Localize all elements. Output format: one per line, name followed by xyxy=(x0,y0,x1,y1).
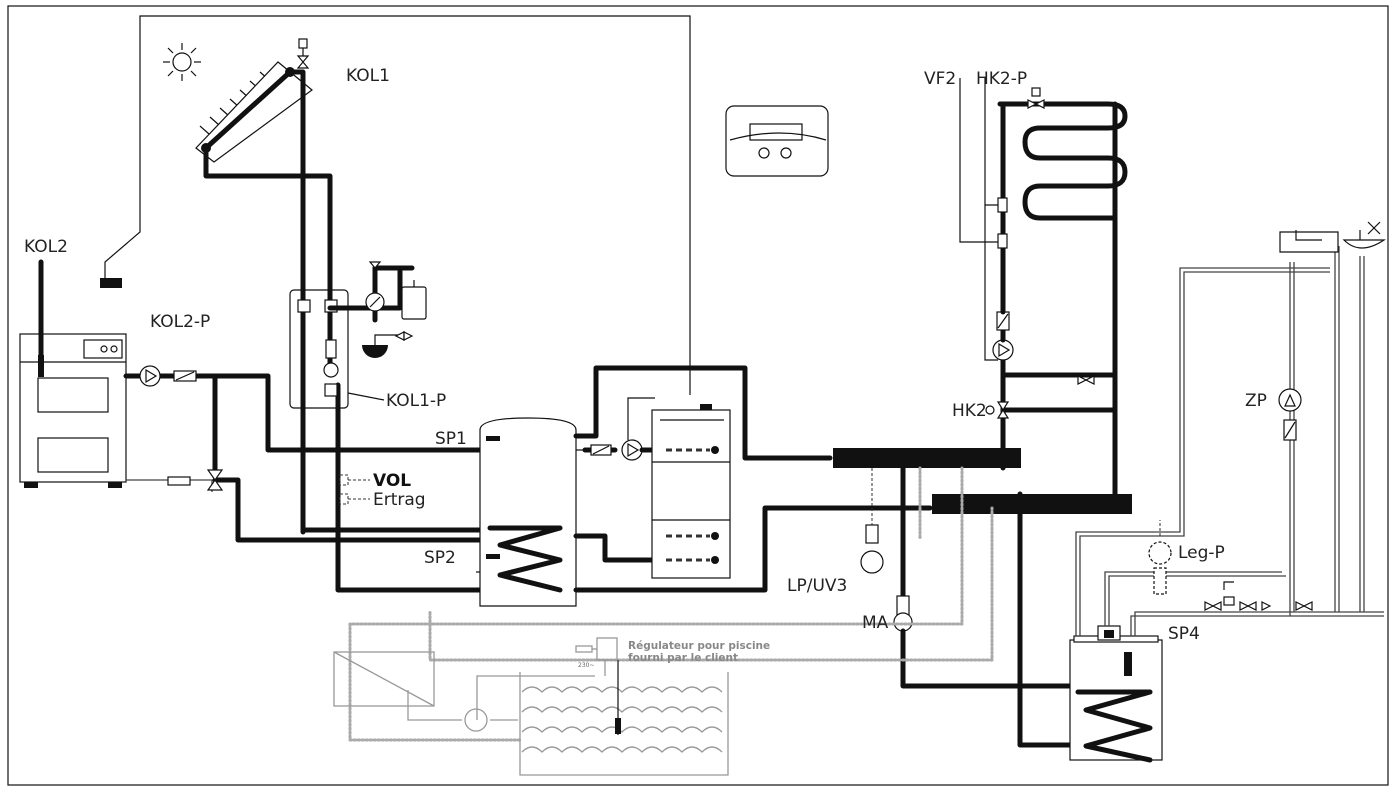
expansion-vessel xyxy=(362,345,388,358)
bathtub-icon xyxy=(1279,230,1339,253)
kol2-controller-box xyxy=(100,278,122,288)
flow-distributor xyxy=(833,448,1021,468)
return-distributor xyxy=(932,494,1132,514)
label-vf2: VF2 xyxy=(924,69,956,89)
sp4-feed xyxy=(1017,491,1073,748)
thermostatic-element xyxy=(167,476,191,486)
buffer-flow-pipe xyxy=(573,365,833,461)
label-pool-regulator-1: Régulateur pour piscine xyxy=(628,640,770,652)
hk2-mixer-icon xyxy=(996,401,1010,412)
label-leg-p: Leg-P xyxy=(1178,543,1225,563)
pool-heat-exchanger xyxy=(333,651,435,707)
label-kol2-p: KOL2-P xyxy=(150,312,210,332)
label-hk2-p: HK2-P xyxy=(976,69,1027,89)
sun-icon xyxy=(163,43,201,81)
controller-icon xyxy=(725,105,829,177)
pool-controller-box xyxy=(596,637,618,661)
hk2p-sensor xyxy=(997,233,1008,249)
frame-border xyxy=(7,5,1389,786)
label-ertrag: Ertrag xyxy=(373,490,426,510)
solar-station xyxy=(289,289,349,409)
valve-icon xyxy=(1077,375,1088,385)
sp4-sensor xyxy=(1124,652,1132,676)
label-sp2: SP2 xyxy=(424,548,456,568)
control-wire xyxy=(104,15,691,395)
pump-icon xyxy=(893,612,913,632)
vf2-sensor xyxy=(997,197,1008,213)
air-vent-icon xyxy=(296,38,310,69)
mains-inlet xyxy=(1134,611,1384,636)
collection-container xyxy=(401,286,427,320)
dhw-cylinder xyxy=(1069,625,1163,763)
drain-valve-icon xyxy=(394,331,405,341)
label-ma: MA xyxy=(862,613,889,633)
lp-check-valve xyxy=(865,524,879,544)
safety-valve-icon xyxy=(368,261,382,269)
solar-storage-tank xyxy=(479,417,577,607)
ertrag-sensor xyxy=(339,493,349,505)
faucet-icon xyxy=(1367,221,1381,235)
sink-icon xyxy=(1342,230,1386,249)
solar-return-pipe xyxy=(203,145,333,378)
vol-sensor xyxy=(339,474,349,486)
label-hk2: HK2 xyxy=(952,401,987,421)
label-voltage: 230~ xyxy=(578,662,594,669)
pool-pump-icon xyxy=(464,708,488,732)
hk2p-wire xyxy=(984,78,1000,206)
label-zp: ZP xyxy=(1245,391,1267,411)
solar-flow-pipe xyxy=(287,69,306,535)
sp2-sensor xyxy=(486,554,500,559)
pool-basin xyxy=(519,672,729,776)
label-kol1: KOL1 xyxy=(346,66,390,86)
label-sp4: SP4 xyxy=(1168,624,1200,644)
label-lp-uv3: LP/UV3 xyxy=(787,576,847,596)
solid-fuel-boiler xyxy=(19,333,127,488)
hk2-valve-icon xyxy=(1027,99,1038,109)
pool-circuit-flow xyxy=(428,506,994,662)
mains-fittings xyxy=(1204,581,1313,611)
label-pool-regulator-2: fourni par le client xyxy=(628,652,738,664)
mixing-valve-icon xyxy=(206,469,224,482)
solar-collector xyxy=(195,61,313,163)
vf2-wire xyxy=(959,78,1000,243)
solar-coil-return xyxy=(335,382,483,593)
label-vol: VOL xyxy=(373,471,411,491)
floor-heating-loop xyxy=(1017,101,1128,497)
boiler-sensor xyxy=(38,355,44,377)
label-kol2: KOL2 xyxy=(24,237,68,257)
sp1-sensor xyxy=(486,436,500,441)
label-sp1: SP1 xyxy=(435,429,467,449)
kol2-return-to-tank xyxy=(212,477,483,543)
buffer-return-pipe xyxy=(573,533,663,563)
pump-icon xyxy=(860,550,884,574)
pool-sensor xyxy=(615,718,621,734)
pool-circuit-return xyxy=(348,622,522,742)
ma-pipe xyxy=(900,628,1073,689)
heating-return-pipe xyxy=(573,505,933,593)
buffer-tank xyxy=(627,397,731,579)
circulation-line xyxy=(1104,571,1282,626)
label-kol1-p: KOL1-P xyxy=(386,391,446,411)
leg-p-pump-icon xyxy=(1148,541,1172,565)
hot-water-line xyxy=(1075,267,1330,636)
